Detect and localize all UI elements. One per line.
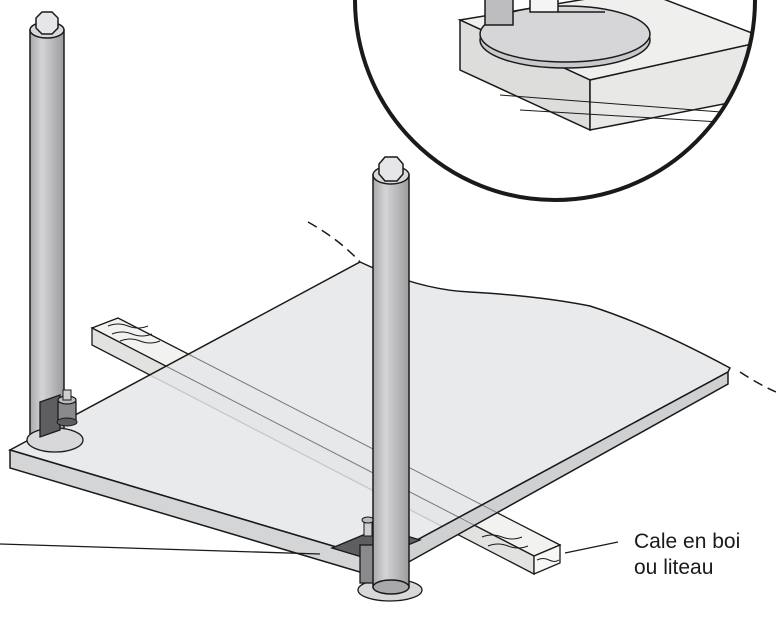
shim-label: Cale en boi xyxy=(634,530,740,553)
shim-leader-line xyxy=(564,541,619,554)
cutaway-dashed-line xyxy=(307,221,361,263)
cutaway-dashed-line-right xyxy=(739,371,776,393)
panel-board xyxy=(8,261,731,580)
bracket-leader-line xyxy=(0,543,321,555)
left-bracket xyxy=(26,389,84,453)
zoom-detail-circle xyxy=(353,0,757,202)
shim-label-line2: ou liteau xyxy=(634,556,713,579)
left-post xyxy=(29,11,65,441)
right-post xyxy=(372,156,410,595)
